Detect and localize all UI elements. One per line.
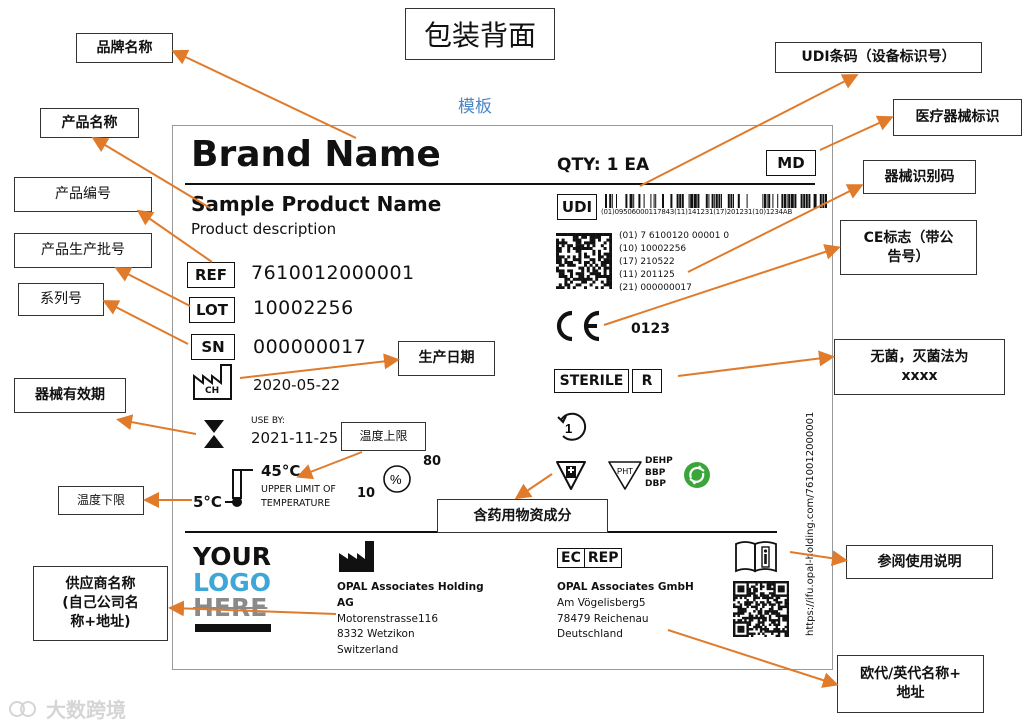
md-symbol: MD bbox=[766, 150, 816, 176]
arrow-mfg-date bbox=[239, 353, 400, 379]
callout-temp-upper: 温度上限 bbox=[341, 422, 426, 451]
lot-value: 10002256 bbox=[253, 297, 354, 319]
top-divider bbox=[185, 183, 815, 185]
medicinal-substance-icon bbox=[556, 461, 586, 490]
udi-line: (11) 201125 bbox=[619, 270, 675, 281]
label-panel: Brand Name QTY: 1 EA MD Sample Product N… bbox=[172, 125, 833, 670]
template-label: 模板 bbox=[458, 97, 492, 117]
barcode-text: (01)09506000117843(11)141231(17)201231(1… bbox=[601, 208, 793, 216]
pht-icon: PHT bbox=[608, 461, 642, 490]
humidity-icon: % bbox=[383, 465, 411, 493]
arrow-substances bbox=[514, 473, 553, 500]
arrow-ifu bbox=[789, 550, 848, 567]
humidity-upper: 80 bbox=[423, 454, 442, 469]
callout-device-id: 器械识别码 bbox=[863, 160, 976, 194]
callout-expiry: 器械有效期 bbox=[14, 378, 126, 413]
arrow-udi bbox=[639, 74, 859, 187]
callout-substances: 含药用物资成分 bbox=[437, 499, 608, 533]
product-description: Product description bbox=[191, 220, 337, 238]
recycle-icon bbox=[684, 462, 710, 488]
udi-line: (01) 7 6100120 00001 0 bbox=[619, 231, 730, 241]
watermark-logo-icon bbox=[9, 700, 36, 717]
ce-mark-icon bbox=[556, 310, 600, 342]
company-logo: YOUR LOGO HERE bbox=[193, 542, 272, 622]
qty-text: QTY: 1 EA bbox=[557, 155, 650, 175]
sterile-symbol: STERILE bbox=[554, 369, 629, 393]
ecrep-symbol: EC REP bbox=[557, 548, 623, 568]
ifu-book-icon bbox=[735, 541, 777, 573]
callout-product-name: 产品名称 bbox=[40, 108, 139, 138]
callout-brand-name: 品牌名称 bbox=[76, 33, 173, 63]
sn-value: 000000017 bbox=[253, 336, 367, 358]
arrow-ce bbox=[603, 244, 841, 326]
sn-symbol: SN bbox=[191, 334, 235, 360]
callout-udi-barcode: UDI条码（设备标识号） bbox=[775, 42, 982, 73]
lot-symbol: LOT bbox=[189, 297, 235, 323]
svg-text:PHT: PHT bbox=[617, 467, 633, 476]
arrow-batch bbox=[114, 267, 191, 307]
manufacturer-icon bbox=[339, 541, 374, 572]
manufacturer-address: OPAL Associates Holding AG Motorenstrass… bbox=[337, 581, 484, 656]
arrow-serial bbox=[102, 300, 189, 345]
udi-barcode bbox=[605, 194, 827, 208]
arrow-device-id bbox=[687, 184, 864, 273]
ref-value: 7610012000001 bbox=[251, 262, 415, 284]
ec-box: EC bbox=[557, 548, 585, 568]
manufacture-date: 2020-05-22 bbox=[253, 376, 341, 394]
page-title: 包装背面 bbox=[405, 8, 555, 60]
callout-ecrep: 欧代/英代名称+地址 bbox=[837, 655, 984, 713]
callout-supplier: 供应商名称(自己公司名称+地址) bbox=[33, 566, 168, 641]
datamatrix-code bbox=[556, 233, 612, 289]
svg-text:%: % bbox=[390, 472, 402, 487]
single-patient-icon: 1 bbox=[557, 412, 587, 441]
arrow-expiry bbox=[116, 414, 197, 435]
udi-lines: (01) 7 6100120 00001 0 (10) 10002256 (17… bbox=[619, 230, 729, 295]
callout-md: 医疗器械标识 bbox=[893, 99, 1022, 136]
brand-name: Brand Name bbox=[191, 134, 441, 175]
callout-temp-lower: 温度下限 bbox=[58, 486, 144, 515]
rep-box: REP bbox=[584, 548, 623, 568]
arrow-supplier bbox=[168, 600, 337, 617]
manufacture-country: CH bbox=[205, 386, 220, 396]
factory-icon bbox=[193, 364, 232, 400]
thermometer-icon bbox=[225, 469, 253, 507]
arrow-product-no bbox=[136, 209, 213, 263]
ecrep-address: OPAL Associates GmbH Am Vögelisberg5 784… bbox=[557, 581, 694, 641]
arrow-temp-upper bbox=[296, 451, 363, 480]
pht-list: DEHP BBP DBP bbox=[645, 456, 673, 490]
svg-text:1: 1 bbox=[565, 421, 572, 436]
udi-symbol: UDI bbox=[557, 194, 597, 220]
callout-batch-no: 产品生产批号 bbox=[14, 233, 152, 268]
logo-bar bbox=[195, 624, 271, 632]
product-name: Sample Product Name bbox=[191, 192, 442, 216]
hourglass-icon bbox=[204, 420, 224, 448]
use-by-label: USE BY: bbox=[251, 416, 285, 426]
temperature-upper: 45°C bbox=[261, 462, 301, 480]
arrow-sterile bbox=[677, 350, 835, 377]
humidity-lower: 10 bbox=[357, 486, 376, 501]
watermark: 大数跨境 bbox=[8, 694, 126, 723]
callout-product-no: 产品编号 bbox=[14, 177, 152, 212]
arrow-ecrep bbox=[667, 629, 839, 688]
udi-line: (21) 000000017 bbox=[619, 283, 692, 294]
use-by-date: 2021-11-25 bbox=[251, 429, 339, 447]
temperature-caption: UPPER LIMIT OF TEMPERATURE bbox=[261, 484, 336, 510]
arrow-product-name bbox=[91, 136, 211, 209]
udi-line: (10) 10002256 bbox=[619, 244, 687, 255]
sterile-method: R bbox=[632, 369, 662, 393]
ce-number: 0123 bbox=[631, 321, 670, 337]
arrow-md bbox=[819, 115, 894, 151]
callout-serial-no: 系列号 bbox=[18, 283, 104, 316]
callout-mfg-date: 生产日期 bbox=[398, 341, 495, 376]
arrow-brand bbox=[171, 49, 357, 139]
callout-ce: CE标志（带公告号） bbox=[840, 220, 977, 275]
udi-line: (17) 210522 bbox=[619, 257, 675, 268]
ifu-qr-code bbox=[733, 581, 789, 637]
temperature-lower: 5°C bbox=[193, 493, 222, 511]
